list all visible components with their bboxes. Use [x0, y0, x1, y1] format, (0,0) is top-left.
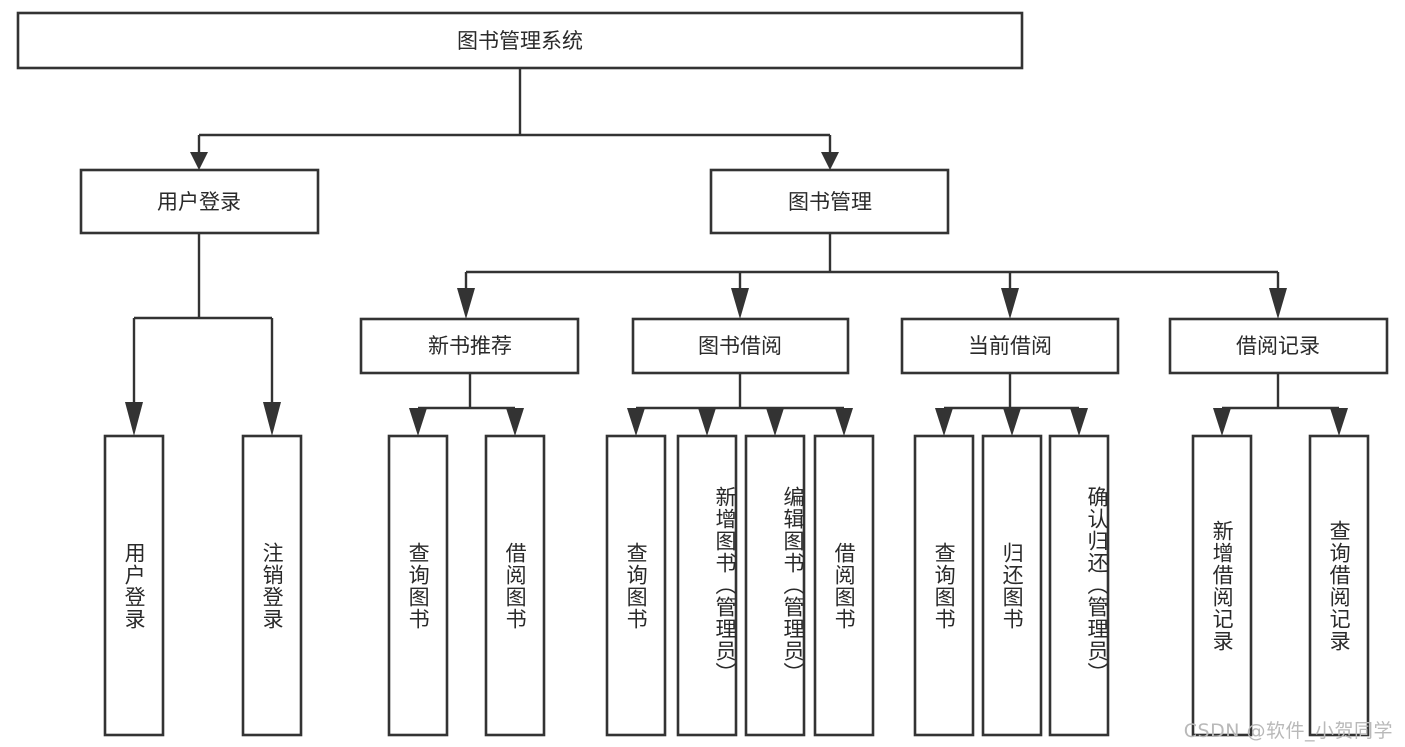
connector-new-book-to-leaves: [409, 373, 524, 436]
root-label: 图书管理系统: [457, 29, 583, 53]
arrow-to-current-borrow: [1001, 288, 1019, 319]
borrow-record-box: [1168, 317, 1389, 375]
node-root[interactable]: 图书管理系统: [16, 11, 1024, 70]
current-borrow-box: [900, 317, 1120, 375]
arrow-leaf-current-borrow-2: [1003, 408, 1021, 436]
arrow-leaf-book-borrow-2: [698, 408, 716, 436]
arrow-leaf-book-borrow-3: [766, 408, 784, 436]
connector-borrow-record-to-leaves: [1213, 373, 1348, 436]
current-borrow-label: 当前借阅: [968, 334, 1052, 358]
arrow-leaf-borrow-record-1: [1213, 408, 1231, 436]
arrow-leaf-new-book-2: [506, 408, 524, 436]
arrow-leaf-current-borrow-1: [935, 408, 953, 436]
csdn-watermark: CSDN @软件_小贺同学: [1183, 720, 1393, 742]
new-book-recommend-label: 新书推荐: [428, 334, 512, 358]
user-login-label: 用户登录: [157, 190, 241, 214]
leaf-box-book-borrow-4[interactable]: [813, 434, 875, 737]
leaf-box-new-book-2[interactable]: [484, 434, 546, 737]
leaf-box-new-book-1[interactable]: [387, 434, 449, 737]
node-book-borrow[interactable]: 图书借阅: [631, 317, 850, 375]
connector-book-manage-to-level3: [457, 233, 1287, 319]
arrow-to-book-borrow: [731, 288, 749, 319]
leaf-box-current-borrow-1[interactable]: [913, 434, 975, 737]
arrow-leaf-user-login-1: [125, 402, 143, 436]
book-borrow-label: 图书借阅: [698, 334, 782, 358]
leaf-box-current-borrow-3[interactable]: [1048, 434, 1110, 737]
arrow-leaf-new-book-1: [409, 408, 427, 436]
book-borrow-box: [631, 317, 850, 375]
leaf-box-book-borrow-2[interactable]: [676, 434, 738, 737]
arrow-leaf-current-borrow-3: [1070, 408, 1088, 436]
leaf-box-borrow-record-1[interactable]: [1191, 434, 1253, 737]
leaf-box-user-login-2[interactable]: [241, 434, 303, 737]
borrow-record-label: 借阅记录: [1236, 334, 1320, 358]
arrow-leaf-borrow-record-2: [1330, 408, 1348, 436]
arrow-leaf-book-borrow-1: [627, 408, 645, 436]
leaf-box-book-borrow-1[interactable]: [605, 434, 667, 737]
connector-user-login-to-leaves: [125, 233, 281, 436]
arrow-leaf-user-login-2: [263, 402, 281, 436]
leaf-box-user-login-1[interactable]: [103, 434, 165, 737]
connector-root-to-level2: [190, 68, 839, 170]
leaf-box-book-borrow-3[interactable]: [744, 434, 806, 737]
root-box: [16, 11, 1024, 70]
leaf-box-borrow-record-2[interactable]: [1308, 434, 1370, 737]
arrow-to-new-book: [457, 288, 475, 319]
arrow-to-user-login: [190, 152, 208, 170]
connector-book-borrow-to-leaves: [627, 373, 853, 436]
book-manage-label: 图书管理: [788, 190, 872, 214]
node-new-book-recommend[interactable]: 新书推荐: [359, 317, 580, 375]
node-user-login[interactable]: 用户登录: [79, 168, 320, 235]
connector-current-borrow-to-leaves: [935, 373, 1088, 436]
arrow-to-book-manage: [821, 152, 839, 170]
node-book-manage[interactable]: 图书管理: [709, 168, 950, 235]
arrow-leaf-book-borrow-4: [835, 408, 853, 436]
book-manage-box: [709, 168, 950, 235]
node-borrow-record[interactable]: 借阅记录: [1168, 317, 1389, 375]
node-current-borrow[interactable]: 当前借阅: [900, 317, 1120, 375]
new-book-recommend-box: [359, 317, 580, 375]
leaf-box-current-borrow-2[interactable]: [981, 434, 1043, 737]
arrow-to-borrow-record: [1269, 288, 1287, 319]
